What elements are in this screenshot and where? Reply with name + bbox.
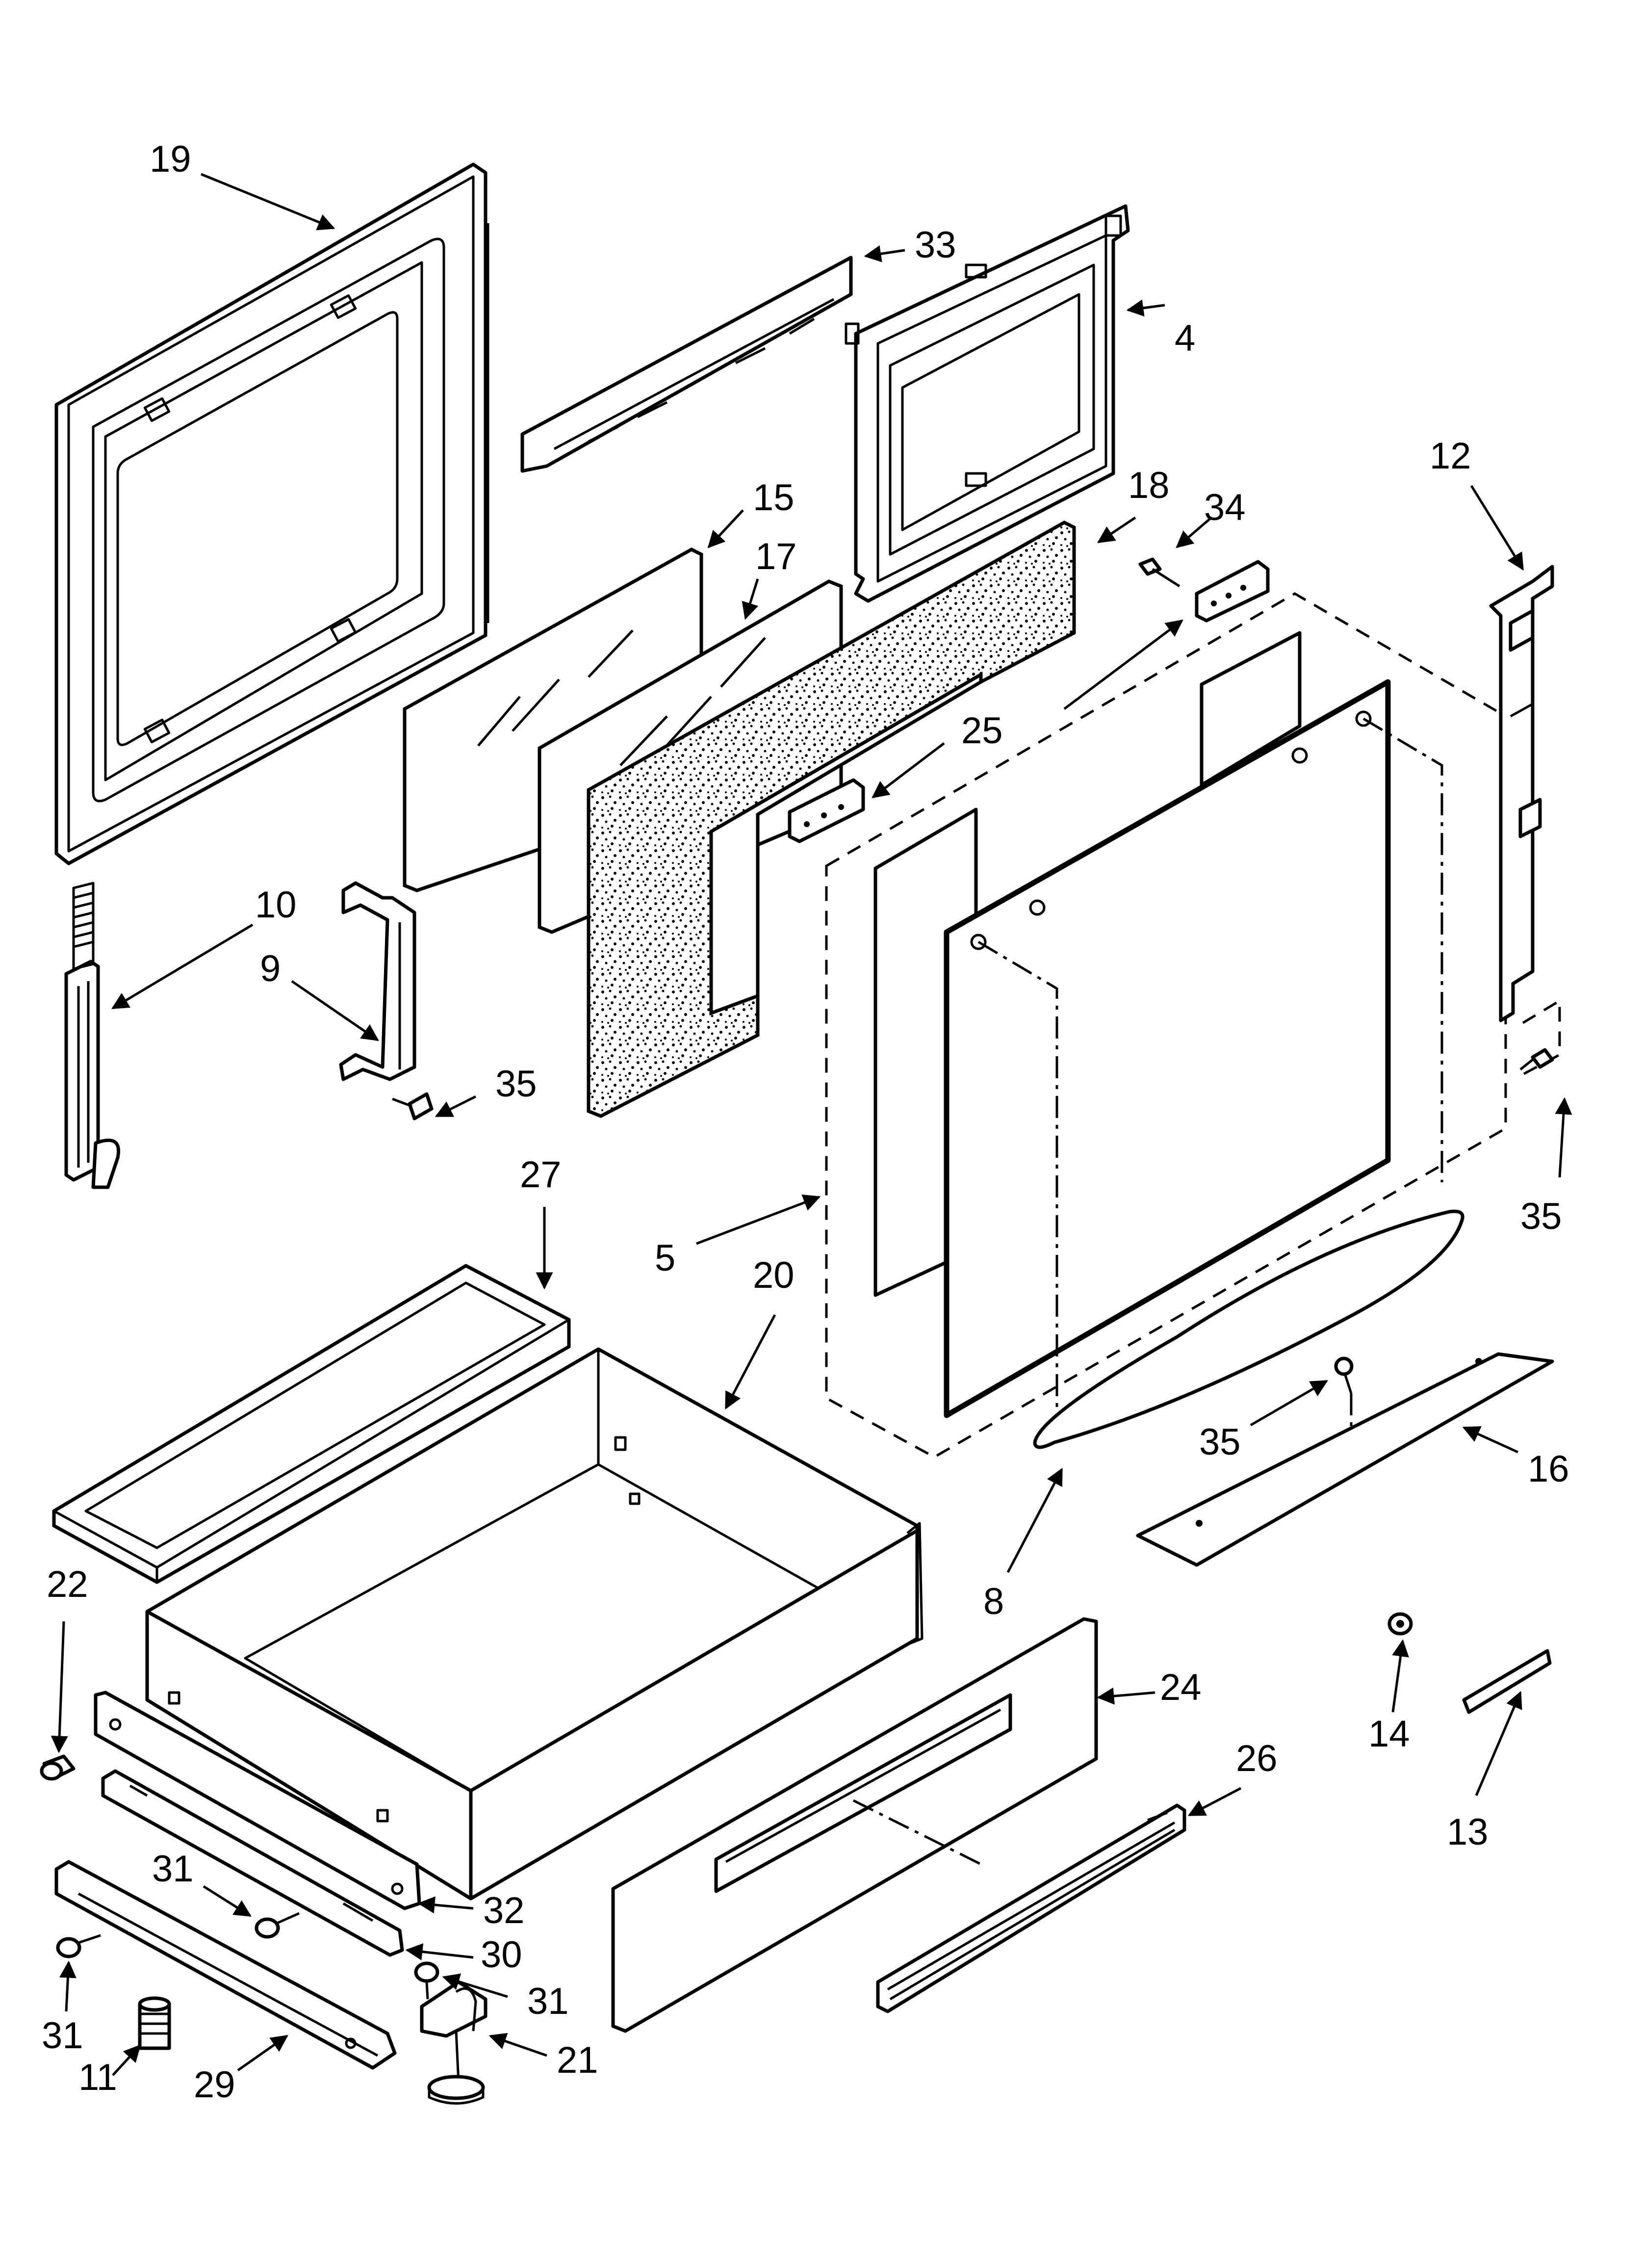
screw-35-left (392, 1092, 434, 1121)
callout-32: 32 (483, 1890, 525, 1931)
callout-30: 30 (481, 1934, 522, 1976)
callout-12: 12 (1430, 435, 1471, 477)
door-seal-strip (1033, 1209, 1464, 1449)
callout-14: 14 (1368, 1713, 1410, 1755)
inner-door-frame (845, 204, 1130, 603)
callout-5: 5 (655, 1237, 675, 1279)
door-assembly-outline (825, 592, 1507, 1459)
door-top-trim (520, 256, 853, 473)
door-back-panel (873, 631, 1443, 1423)
screw-31-a (255, 1912, 300, 1939)
screw-34 (1138, 557, 1180, 588)
callout-35-left: 35 (495, 1063, 537, 1105)
callout-33: 33 (915, 224, 956, 266)
callout-18: 18 (1128, 465, 1170, 506)
callout-16: 16 (1528, 1448, 1569, 1490)
callout-29: 29 (194, 2064, 235, 2106)
bumper (1387, 1612, 1413, 1636)
screw-22 (40, 1754, 76, 1781)
callout-9: 9 (260, 948, 281, 990)
drawer-body (145, 1347, 924, 1901)
callout-27: 27 (520, 1154, 562, 1196)
callout-8: 8 (983, 1581, 1004, 1622)
screw-31-c (414, 1961, 439, 2000)
callout-25: 25 (961, 710, 1003, 752)
callout-34: 34 (1204, 487, 1246, 528)
drawer-front-panel (611, 1617, 1098, 2033)
callout-13: 13 (1447, 1811, 1488, 1853)
drawer-bottom-slide (54, 1860, 397, 2070)
hinge-receptacle-left (788, 778, 865, 843)
callout-20: 20 (753, 1254, 795, 1296)
leveling-leg-bracket (420, 1980, 487, 2105)
leader-lines (51, 173, 1572, 2076)
callout-31-c: 31 (527, 1981, 569, 2022)
drawer-top-rail (52, 1264, 571, 1584)
callout-31-b: 31 (42, 2015, 83, 2057)
door-insulation (587, 521, 1076, 1118)
outer-door-panel (54, 162, 489, 865)
callout-10: 10 (255, 884, 297, 926)
hinge-receptacle-top (1195, 560, 1270, 623)
trim-pad (1462, 1649, 1552, 1714)
leveling-leg (138, 1996, 171, 2050)
drawer-handle (876, 1803, 1186, 2013)
screw-31-b (56, 1934, 101, 1958)
callout-4: 4 (1175, 317, 1195, 359)
door-bottom-trim (1136, 1352, 1554, 1567)
callout-11: 11 (78, 2057, 117, 2098)
callout-22: 22 (47, 1564, 88, 1605)
drawer-slide-rail (101, 1769, 404, 1957)
callout-labels: 19 33 4 15 17 18 34 12 25 10 9 35 35 27 … (42, 138, 1569, 2106)
hinge-bracket-right (1489, 565, 1561, 1076)
callout-35-door: 35 (1199, 1421, 1241, 1463)
door-hinge (64, 882, 120, 1189)
callout-31-a: 31 (152, 1848, 194, 1890)
callout-24: 24 (1160, 1667, 1202, 1708)
callout-35-right: 35 (1520, 1196, 1562, 1237)
callout-15: 15 (753, 477, 795, 519)
callout-19: 19 (150, 138, 191, 180)
callout-21: 21 (557, 2039, 598, 2081)
callout-26: 26 (1236, 1738, 1278, 1779)
callout-17: 17 (755, 536, 797, 577)
hinge-receptacle-left-door (339, 881, 416, 1081)
